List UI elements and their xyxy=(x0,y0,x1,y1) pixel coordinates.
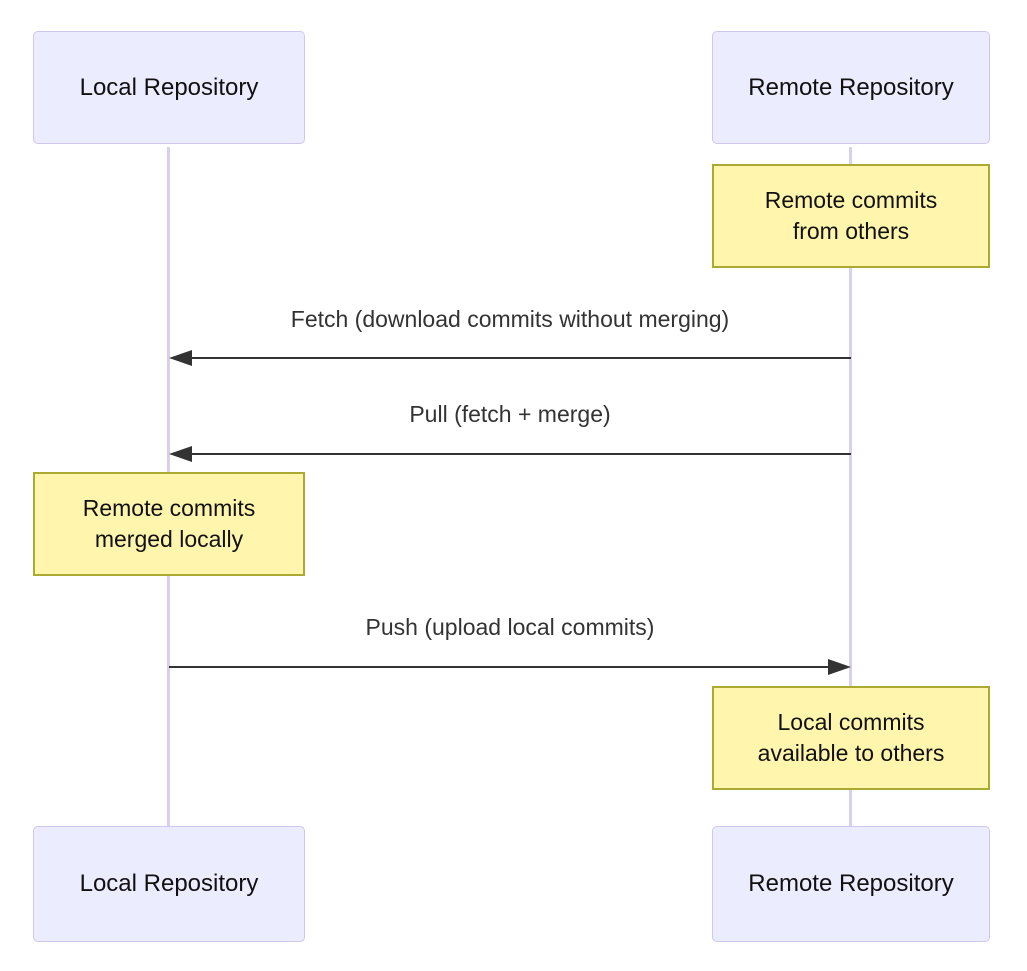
note-remote-commits-from-others: Remote commits from others xyxy=(712,164,990,268)
arrowhead-left-icon xyxy=(169,350,192,366)
message-line-fetch xyxy=(186,357,851,359)
actor-label-local-top: Local Repository xyxy=(79,73,259,101)
arrowhead-right-icon xyxy=(828,659,851,675)
message-label-push: Push (upload local commits) xyxy=(365,614,655,640)
message-label-fetch: Fetch (download commits without merging) xyxy=(290,306,730,332)
actor-box-local-repository-top: Local Repository xyxy=(33,31,305,144)
note-line: Local commits xyxy=(777,709,925,735)
note-line: from others xyxy=(792,218,910,244)
actor-label-remote-top: Remote Repository xyxy=(748,73,954,101)
note-remote-commits-merged-locally: Remote commits merged locally xyxy=(33,472,305,576)
note-line: Remote commits xyxy=(82,495,256,521)
note-line: Remote commits xyxy=(764,187,938,213)
actor-box-local-repository-bottom: Local Repository xyxy=(33,826,305,942)
note-line: available to others xyxy=(757,740,945,766)
message-line-push xyxy=(169,666,834,668)
note-line: merged locally xyxy=(94,526,244,552)
arrowhead-left-icon xyxy=(169,446,192,462)
note-local-commits-available-to-others: Local commits available to others xyxy=(712,686,990,790)
message-line-pull xyxy=(186,453,851,455)
actor-label-remote-bottom: Remote Repository xyxy=(748,870,954,897)
actor-label-local-bottom: Local Repository xyxy=(79,870,259,897)
lifeline-remote-repository xyxy=(849,147,852,826)
actor-box-remote-repository-top: Remote Repository xyxy=(712,31,990,144)
message-label-pull: Pull (fetch + merge) xyxy=(409,401,611,427)
actor-box-remote-repository-bottom: Remote Repository xyxy=(712,826,990,942)
